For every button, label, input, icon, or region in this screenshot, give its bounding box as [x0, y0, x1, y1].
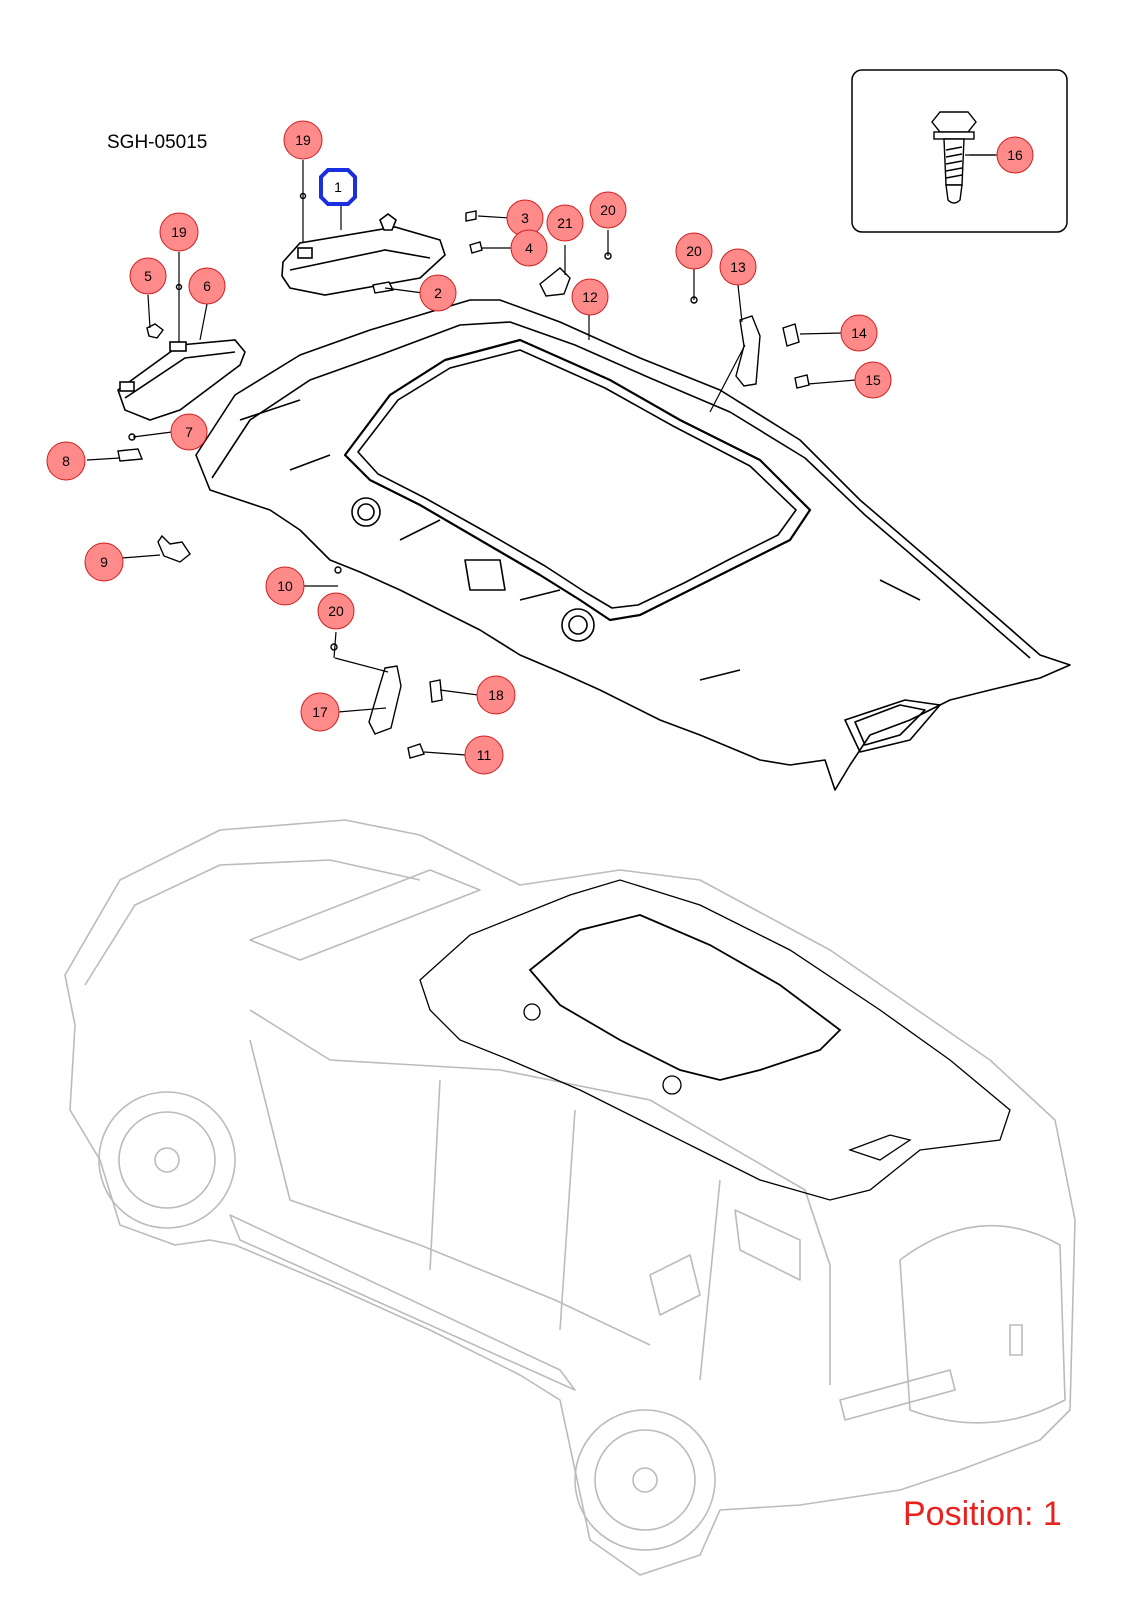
svg-text:20: 20: [328, 603, 344, 619]
callout-20-top[interactable]: 20: [589, 191, 627, 229]
callout-17[interactable]: 17: [300, 692, 340, 732]
callout-13[interactable]: 13: [719, 248, 757, 286]
svg-text:3: 3: [521, 210, 529, 226]
position-label: Position: 1: [903, 1495, 1062, 1533]
svg-text:10: 10: [277, 578, 293, 594]
svg-text:14: 14: [851, 325, 867, 341]
svg-text:5: 5: [144, 268, 152, 284]
svg-text:6: 6: [203, 278, 211, 294]
callout-20-right[interactable]: 20: [675, 232, 713, 270]
callout-18[interactable]: 18: [476, 675, 516, 715]
callout-21[interactable]: 21: [546, 204, 584, 242]
callouts: 1 2 3 4 5 6 7 8: [46, 120, 1034, 775]
callout-19-left[interactable]: 19: [159, 212, 199, 252]
svg-text:21: 21: [557, 215, 573, 231]
callout-16[interactable]: 16: [996, 136, 1034, 174]
leader-lines: [86, 154, 998, 756]
bolt-icon: [931, 111, 977, 204]
svg-text:8: 8: [62, 453, 70, 469]
callout-7[interactable]: 7: [170, 413, 208, 451]
callout-5[interactable]: 5: [129, 257, 167, 295]
vehicle-roof-headliner: [419, 879, 1011, 1201]
svg-text:19: 19: [295, 132, 311, 148]
svg-text:18: 18: [488, 687, 504, 703]
callout-2[interactable]: 2: [419, 274, 457, 312]
svg-text:7: 7: [185, 424, 193, 440]
small-parts: [117, 192, 810, 759]
callout-20-bottom[interactable]: 20: [317, 592, 355, 630]
callout-15[interactable]: 15: [854, 361, 892, 399]
callout-19-top[interactable]: 19: [283, 120, 323, 160]
svg-text:17: 17: [312, 704, 328, 720]
svg-text:9: 9: [100, 554, 108, 570]
bolt-inset-box: [851, 69, 1068, 233]
svg-text:2: 2: [434, 285, 442, 301]
svg-text:13: 13: [730, 259, 746, 275]
svg-text:1: 1: [334, 179, 342, 195]
callout-14[interactable]: 14: [840, 314, 878, 352]
sun-visor-right: [281, 213, 446, 296]
svg-text:12: 12: [582, 289, 598, 305]
callout-11[interactable]: 11: [464, 735, 504, 775]
callout-8[interactable]: 8: [46, 441, 86, 481]
svg-text:15: 15: [865, 372, 881, 388]
headliner-illustration: [195, 299, 1071, 791]
svg-text:19: 19: [171, 224, 187, 240]
diagram-code: SGH-05015: [107, 132, 208, 153]
svg-text:20: 20: [686, 243, 702, 259]
callout-6[interactable]: 6: [188, 267, 226, 305]
sun-visor-left: [117, 339, 246, 421]
svg-text:16: 16: [1007, 147, 1023, 163]
callout-12[interactable]: 12: [571, 278, 609, 316]
callout-10[interactable]: 10: [265, 566, 305, 606]
callout-3[interactable]: 3: [506, 199, 544, 237]
vehicle-illustration: [64, 819, 1076, 1576]
svg-text:4: 4: [525, 240, 533, 256]
svg-text:11: 11: [477, 747, 492, 763]
callout-4[interactable]: 4: [510, 229, 548, 267]
svg-text:20: 20: [600, 202, 616, 218]
callout-1[interactable]: 1: [319, 168, 357, 206]
callout-9[interactable]: 9: [84, 542, 124, 582]
